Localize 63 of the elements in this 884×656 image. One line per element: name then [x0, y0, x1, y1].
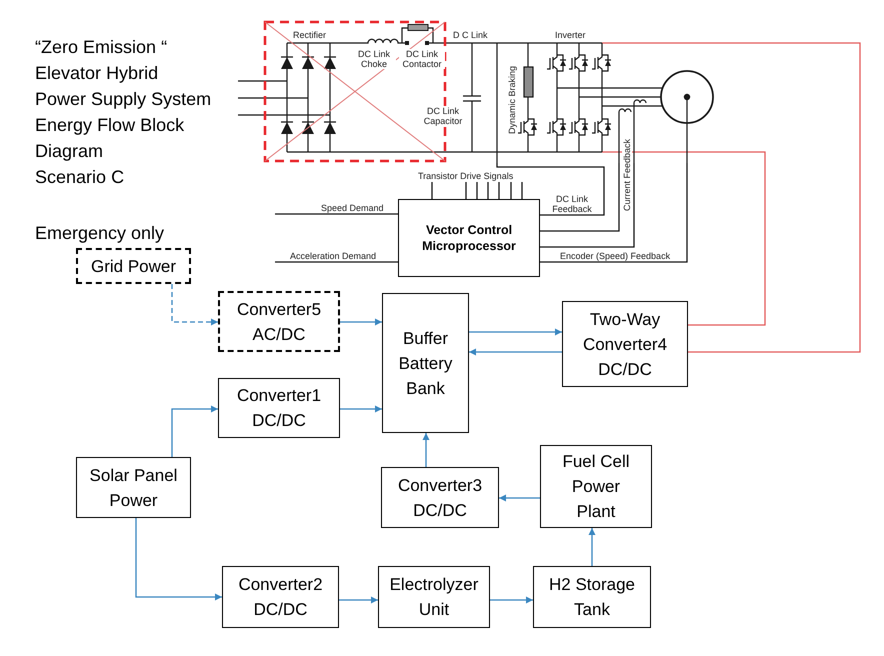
part-label: DC Link Contactor: [399, 49, 445, 69]
arrow: [490, 596, 533, 604]
connector-line: [275, 213, 398, 215]
arrow: [339, 596, 378, 604]
part-label: Rectifier: [293, 30, 326, 40]
node-label: Converter1 DC/DC: [236, 385, 322, 432]
note-text: Emergency only: [35, 222, 164, 244]
connector-line: [688, 42, 861, 353]
edge-label: Encoder (Speed) Feedback: [560, 251, 670, 261]
node-label: H2 Storage Tank: [548, 574, 636, 621]
node-label: Solar Panel Power: [88, 464, 178, 512]
node-label: Fuel Cell Power Plant: [561, 451, 631, 523]
process-box: [222, 566, 339, 628]
node-label: Converter3 DC/DC: [396, 474, 484, 522]
edge-label: Acceleration Demand: [290, 251, 376, 261]
edge-label: Speed Demand: [321, 203, 384, 213]
dashed-process-box: [218, 291, 340, 352]
process-box: [540, 445, 652, 528]
process-box: [562, 301, 688, 387]
node-label: Vector Control Microprocessor: [421, 222, 517, 254]
connector-line: [498, 182, 500, 199]
connector-line: [487, 182, 489, 199]
process-box: [76, 457, 191, 518]
arrow: [340, 406, 382, 412]
process-box: [533, 566, 651, 628]
connector-line: [431, 182, 433, 199]
signal-group-label: Transistor Drive Signals: [418, 171, 514, 182]
process-box: [218, 378, 340, 438]
part-label: Dynamic Braking: [507, 66, 517, 134]
node-label: Electrolyzer Unit: [388, 574, 480, 621]
connector-line: [465, 182, 467, 199]
arrow: [469, 348, 562, 356]
connector-line: [275, 261, 398, 263]
arrow: [469, 328, 562, 336]
node-label: Two-Way Converter4 DC/DC: [582, 308, 668, 380]
dashed-process-box: [76, 248, 191, 284]
connector-line: [476, 182, 478, 199]
edge-label: Current Feedback: [622, 138, 632, 212]
process-box: [382, 293, 469, 433]
connector-line: [540, 163, 688, 263]
arrow: [171, 406, 218, 457]
connector-line: [521, 182, 523, 199]
part-label: D C Link: [453, 30, 488, 40]
connector-line: [540, 163, 635, 248]
node-label: Converter2 DC/DC: [237, 574, 324, 621]
connector-line: [540, 163, 620, 232]
arrow: [588, 528, 596, 566]
connector-line: [688, 151, 766, 326]
part-label: Inverter: [555, 30, 586, 40]
node-label: Converter5 AC/DC: [236, 298, 322, 346]
process-box: [378, 566, 490, 628]
arrow: [422, 433, 430, 467]
diagram-title: “Zero Emission “ Elevator Hybrid Power Supply System Energy Flow Block Diagram Scenario C: [35, 36, 212, 189]
arrow: [135, 518, 222, 600]
dashed-arrow: [171, 284, 218, 326]
node-label: Buffer Battery Bank: [398, 328, 454, 400]
process-box: [381, 467, 499, 528]
node-label: Grid Power: [90, 256, 176, 278]
arrow: [340, 318, 382, 326]
connector-line: [510, 182, 512, 199]
connector-line: [496, 163, 605, 216]
arrow: [499, 494, 540, 502]
processor-box: [398, 199, 540, 277]
